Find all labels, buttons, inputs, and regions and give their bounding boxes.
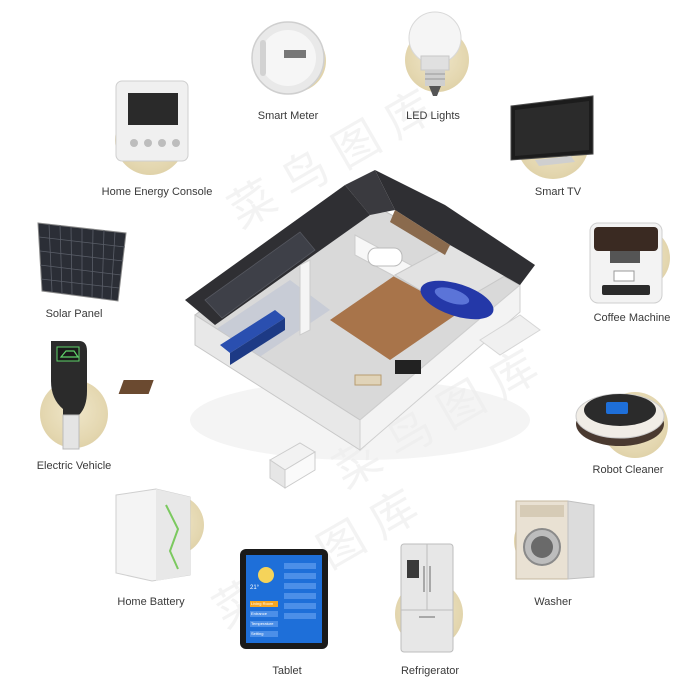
coffee-machine-label: Coffee Machine <box>593 312 671 324</box>
console-icon <box>115 80 189 162</box>
coffee-machine-icon <box>589 222 663 304</box>
smart-meter-label: Smart Meter <box>257 110 319 122</box>
smart-meter-item[interactable] <box>240 20 336 130</box>
washer-item[interactable] <box>510 495 598 587</box>
led-lights-label: LED Lights <box>406 110 460 122</box>
roof-right <box>375 170 535 285</box>
bathtub <box>367 247 403 267</box>
electric-vehicle-label: Electric Vehicle <box>36 460 112 472</box>
front-wall-right <box>359 283 521 452</box>
tablet-menu-item: Living Room <box>251 601 274 606</box>
solar-panel-label: Solar Panel <box>45 308 103 320</box>
robot-cleaner-item[interactable] <box>572 372 672 460</box>
smart-tv-item[interactable] <box>505 92 600 182</box>
solar-roof-panels <box>204 231 316 319</box>
tablet-menu-item: Entrance <box>251 611 268 616</box>
washer-label: Washer <box>534 596 572 608</box>
washer-icon <box>515 500 595 580</box>
tablet-menu-item: Temperature <box>251 621 274 626</box>
sofa <box>354 374 382 386</box>
kitchen-counter <box>230 318 285 365</box>
electric-vehicle-item[interactable] <box>35 335 125 453</box>
partition-wall <box>299 259 311 336</box>
solar-panel-item[interactable] <box>32 215 132 305</box>
home-battery-item[interactable] <box>112 485 204 585</box>
tablet-menu-item: Setting <box>251 631 264 636</box>
patio <box>479 314 541 356</box>
home-energy-console-label: Home Energy Console <box>101 186 213 198</box>
fridge-icon <box>400 543 454 653</box>
robot-cleaner-label: Robot Cleaner <box>592 464 664 476</box>
tablet-label: Tablet <box>272 665 302 677</box>
tv-unit <box>395 360 421 374</box>
tablet-icon <box>240 549 328 649</box>
dining-table <box>118 380 154 394</box>
robot-cleaner-icon <box>575 393 665 446</box>
tablet-item[interactable]: 21° Living Room Entrance Temperature Set… <box>236 545 332 655</box>
refrigerator-item[interactable] <box>395 540 465 658</box>
home-battery-label: Home Battery <box>117 596 185 608</box>
coffee-machine-item[interactable] <box>580 215 670 310</box>
smart-tv-label: Smart TV <box>534 186 582 198</box>
refrigerator-label: Refrigerator <box>400 665 460 677</box>
solar-panel-icon <box>37 222 127 302</box>
tablet-temperature: 21° <box>250 585 260 591</box>
ev-charger-icon <box>51 341 87 450</box>
kitchen-counter <box>220 310 285 353</box>
led-lights-item[interactable] <box>395 8 475 108</box>
tv-icon <box>510 95 594 166</box>
bulb-icon <box>408 11 462 96</box>
round-meter-icon <box>251 21 325 95</box>
battery-icon <box>115 488 191 582</box>
home-energy-console-item[interactable] <box>110 75 200 175</box>
